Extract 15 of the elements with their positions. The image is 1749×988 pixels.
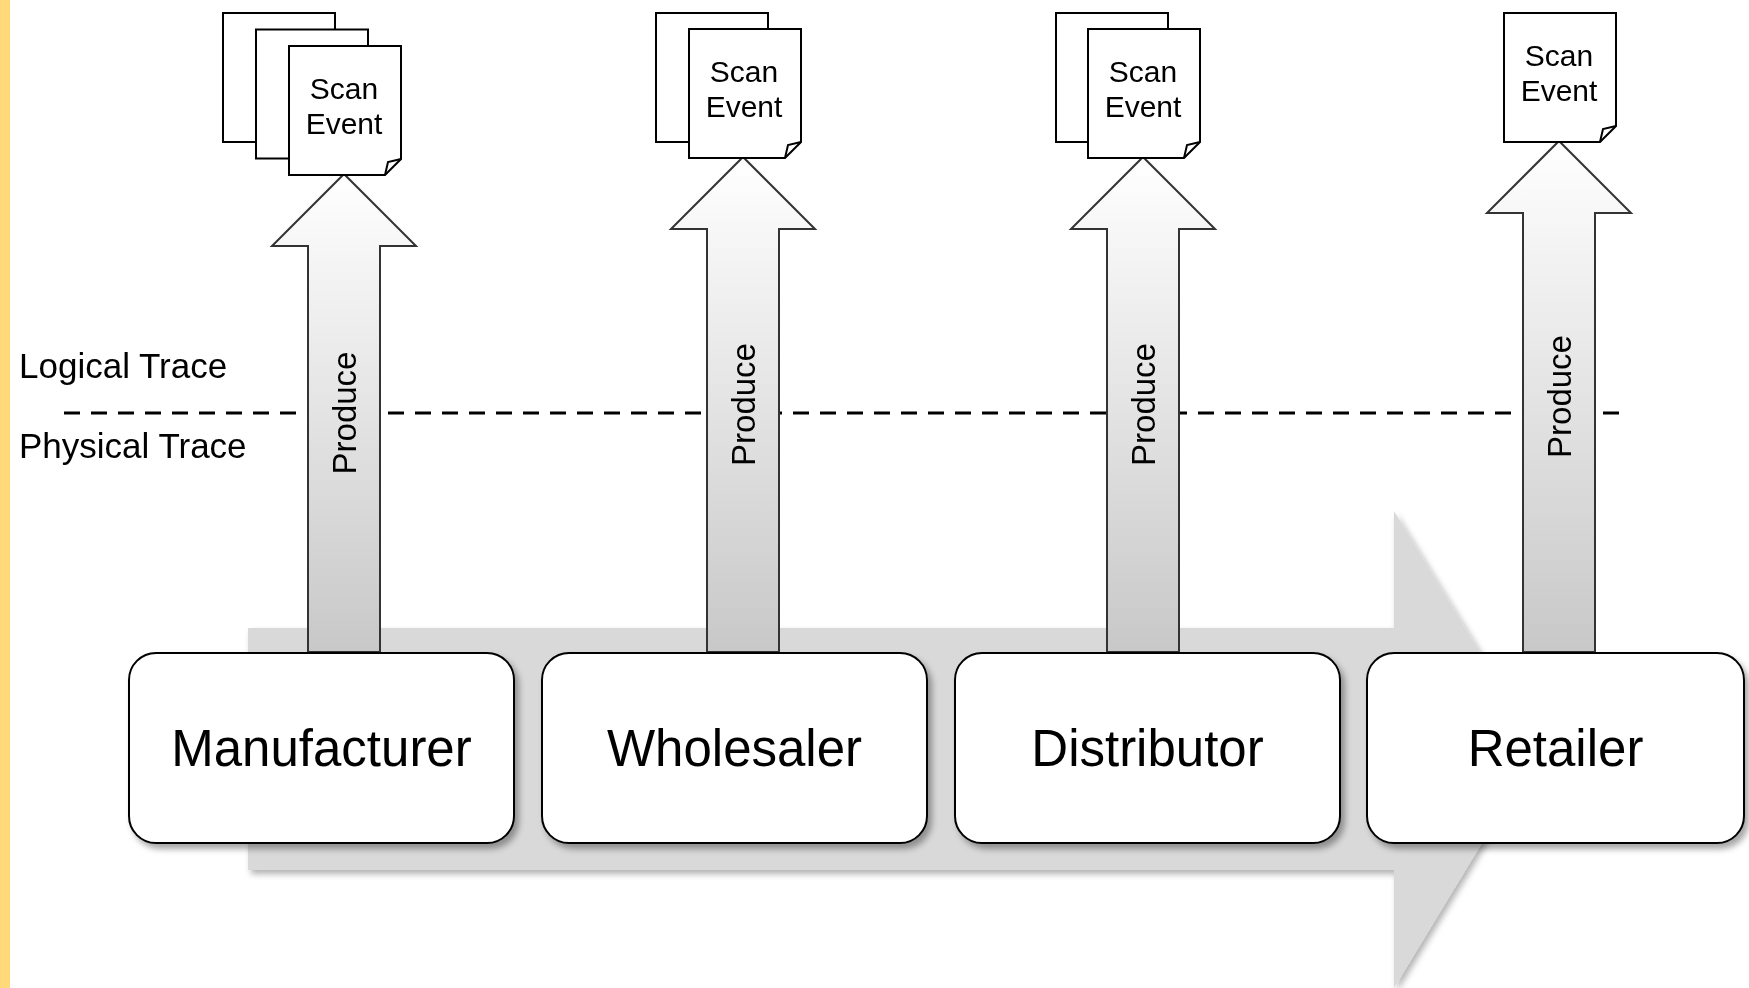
- process-box: [128, 652, 515, 844]
- process-box: [1366, 652, 1745, 844]
- edge-label: Produce: [1540, 335, 1578, 458]
- process-box: [541, 652, 928, 844]
- edge-label: Produce: [1124, 343, 1162, 466]
- box-label: Distributor: [1031, 718, 1264, 778]
- box-label: Retailer: [1467, 718, 1644, 778]
- box-label: Manufacturer: [171, 718, 472, 778]
- edge-label: Produce: [724, 343, 762, 466]
- box-label: Wholesaler: [606, 718, 863, 778]
- document-label: Scan Event: [1519, 38, 1599, 108]
- edge-label: Produce: [325, 351, 363, 475]
- trace-label: Physical Trace: [19, 426, 247, 466]
- trace-label: Logical Trace: [19, 346, 228, 386]
- process-box: [954, 652, 1341, 844]
